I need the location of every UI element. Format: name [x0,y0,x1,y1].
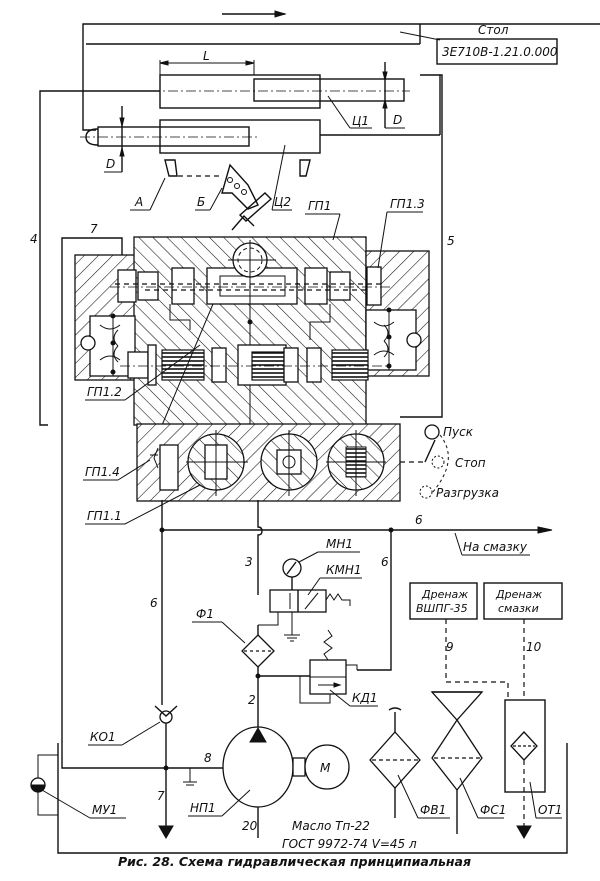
label-motor: М [320,761,331,775]
label-np1: НП1 [190,801,216,815]
tank-arrow-icon [158,825,174,839]
drain-arrow-icon [516,825,532,839]
oil-indicator-mu1: МУ1 [30,754,126,819]
table-assembly: Стол 3Е710В-1.21.0.000 [82,10,600,131]
handle-unload-position[interactable] [419,485,433,499]
air-filter-fv1: ФВ1 [369,707,450,819]
c1-body [159,74,321,109]
table-name: Стол [478,23,509,37]
drain-2-line1: Дренаж [495,588,542,601]
pump-np1: 20 НП1 [188,726,294,838]
c2-body [159,119,321,154]
drain-1-line2: ВШПГ-35 [416,602,468,615]
dimension-D-right: D [393,113,402,127]
line-number-3: 3 [245,555,253,569]
label-fv1: ФВ1 [420,803,446,817]
line-4 [39,90,160,426]
label-gp1-3: ГП1.3 [390,197,425,211]
control-handle[interactable]: Пуск Стоп Разгрузка [400,424,499,500]
rotary-valve-2 [260,430,318,496]
label-ko1: КО1 [90,730,116,744]
figure-caption: Рис. 28. Схема гидравлическая принципиал… [118,854,471,869]
label-f1: Ф1 [196,607,214,621]
stops-and-lever: А Б [130,159,311,231]
line-7 [61,237,123,430]
drain-box-vshpg: Дренаж ВШПГ-35 9 [409,582,509,700]
label-fc1: ФС1 [480,803,506,817]
position-start: Пуск [443,425,474,439]
dimension-D-left: D [106,157,115,171]
dimension-L-label: L [203,49,210,63]
fill-filter-fc1: ФС1 [430,691,506,834]
handle-stop-position[interactable] [431,455,445,469]
label-ot1: ОТ1 [538,803,562,817]
filter-f1: Ф1 [192,607,275,668]
position-stop: Стоп [455,456,486,470]
cylinder-c2: D Ц2 [80,106,440,211]
stop-A [164,159,178,177]
stop-right [299,159,311,177]
drawing-number-box [436,38,558,65]
line-number-20: 20 [242,819,258,833]
line-number-2: 2 [248,693,256,707]
arrow-head-icon [274,10,287,18]
rotary-valve-block: ГП1.4 ГП1.1 [83,423,401,525]
line-number-9: 9 [446,640,454,654]
label-kd1: КД1 [352,691,378,705]
pressure-lines: 6 На смазку 6 3 6 [150,500,553,705]
line-5 [400,74,443,418]
line-number-4: 4 [30,232,38,246]
line-number-6-left: 6 [150,596,158,610]
gp1-3-element [366,266,382,306]
line-number-8: 8 [204,751,212,765]
motor-m: М [292,744,350,790]
left-check-ball [80,335,96,351]
pump-output-arrow-icon [249,726,267,743]
c2-rod [97,126,250,147]
hydropanel-gp1: 7 [61,197,430,431]
line-number-7-top: 7 [90,222,98,236]
rotary-valve-1 [186,430,248,496]
drain-2-line2: смазки [498,602,539,615]
label-kmn1: КМН1 [326,563,362,577]
handle-start-position[interactable] [424,424,440,440]
label-c1: Ц1 [352,114,369,128]
label-gp1: ГП1 [308,199,331,213]
tank-outline [57,743,568,854]
oil-spec-line1: Масло Тп-22 [292,819,370,833]
cylinder-c1: L Ц1 D [150,49,410,129]
drain-box-lube: Дренаж смазки 10 [483,582,563,700]
label-gp1-1: ГП1.1 [87,509,122,523]
pressure-gauge-mn1: МН1 [282,537,360,590]
label-gp1-4: ГП1.4 [85,465,120,479]
drain-1-line1: Дренаж [421,588,468,601]
right-check-ball [406,332,422,348]
line-number-10: 10 [526,640,542,654]
gauge-switch-kmn1[interactable]: КМН1 [258,563,362,642]
lever-B [221,163,259,210]
rotary-valve-3 [326,430,386,496]
label-c2: Ц2 [274,195,291,209]
label-gp1-2: ГП1.2 [87,385,122,399]
label-mn1: МН1 [326,537,353,551]
lower-spool-right [331,349,369,381]
line-number-7-bottom: 7 [157,789,165,803]
line-7-return [61,430,224,769]
c1-rod [253,78,405,102]
line-number-6-lube: 6 [415,513,423,527]
line-number-5: 5 [447,234,455,248]
label-mu1: МУ1 [92,803,117,817]
position-unload: Разгрузка [436,486,499,500]
pressure-valve-kd1[interactable]: КД1 2 [248,629,378,735]
line-number-6-right: 6 [381,555,389,569]
return-lines: 8 7 [61,430,224,839]
drawing-number: 3Е710В-1.21.0.000 [442,45,558,59]
check-valve-ko1: КО1 [88,705,178,835]
label-lever-B: Б [197,195,205,209]
settler-ot1: ОТ1 [504,699,562,839]
table-leader [399,31,441,41]
oil-spec-line2: ГОСТ 9972-74 V=45 л [282,837,417,851]
to-lubrication-label: На смазку [463,540,528,554]
label-stop-A: А [134,195,143,209]
